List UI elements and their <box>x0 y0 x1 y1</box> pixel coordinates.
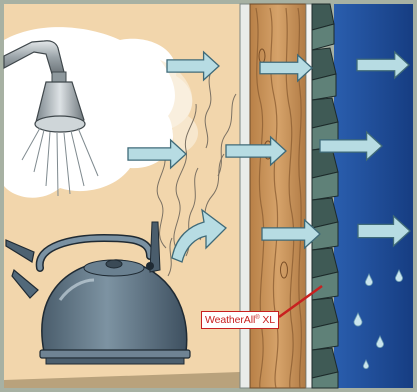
water-drops <box>353 269 404 370</box>
lap-siding <box>311 3 339 389</box>
callout-leader-line <box>278 284 323 319</box>
drywall-layer <box>239 3 251 389</box>
shower-spray <box>21 127 99 197</box>
arrow-right-icon <box>259 53 313 83</box>
water-drop-icon <box>353 312 363 327</box>
arrow-right-icon <box>261 218 321 250</box>
water-drop-icon <box>394 269 404 282</box>
curved-arrow-icon <box>171 208 227 263</box>
callout-registered-mark: ® <box>255 315 260 321</box>
weatherall-membrane <box>305 3 313 389</box>
callout-brand: WeatherAll <box>205 314 256 326</box>
arrow-right-icon <box>319 130 383 162</box>
shower-head-icon <box>3 40 99 197</box>
arrow-right-icon <box>127 138 187 170</box>
water-drop-icon <box>375 335 385 348</box>
arrow-right-icon <box>356 50 410 80</box>
kettle-icon <box>5 221 191 365</box>
arrow-right-icon <box>225 135 287 167</box>
arrow-right-icon <box>166 50 220 82</box>
floor <box>4 372 240 388</box>
vapor-arrows <box>127 50 411 250</box>
arrow-right-icon <box>357 214 411 248</box>
water-drop-icon <box>364 273 374 286</box>
water-drop-icon <box>362 359 370 370</box>
weatherall-callout-label: WeatherAll® XL <box>201 311 279 329</box>
callout-model: XL <box>259 314 275 326</box>
